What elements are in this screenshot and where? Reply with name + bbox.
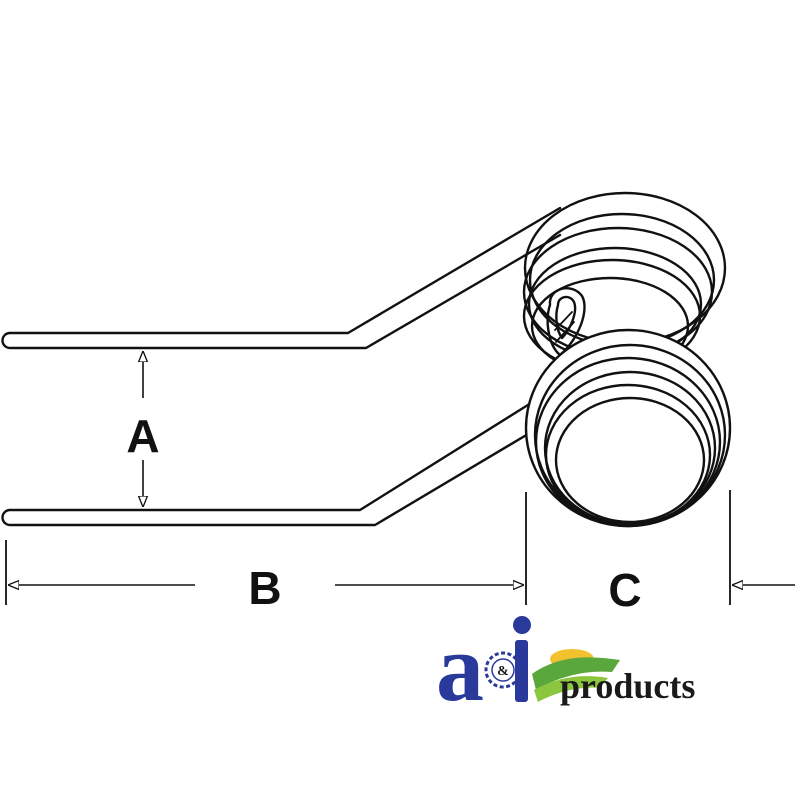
lower-coil	[524, 328, 732, 528]
logo-a-letter: a	[436, 614, 484, 721]
gear-icon: &	[484, 651, 522, 689]
svg-text:&: &	[497, 664, 509, 679]
field-sun-icon	[532, 649, 620, 702]
dimension-a-label: A	[126, 410, 159, 462]
ai-products-logo: a & products	[436, 614, 695, 721]
spring-tine	[1, 191, 732, 528]
lower-tine	[1, 386, 562, 527]
extension-lines	[5, 490, 731, 605]
center-loop	[546, 287, 586, 357]
dimension-b-label: B	[248, 562, 281, 614]
logo-products-text: products	[560, 666, 695, 706]
upper-tine	[1, 206, 562, 350]
dimension-c-label: C	[608, 564, 641, 616]
